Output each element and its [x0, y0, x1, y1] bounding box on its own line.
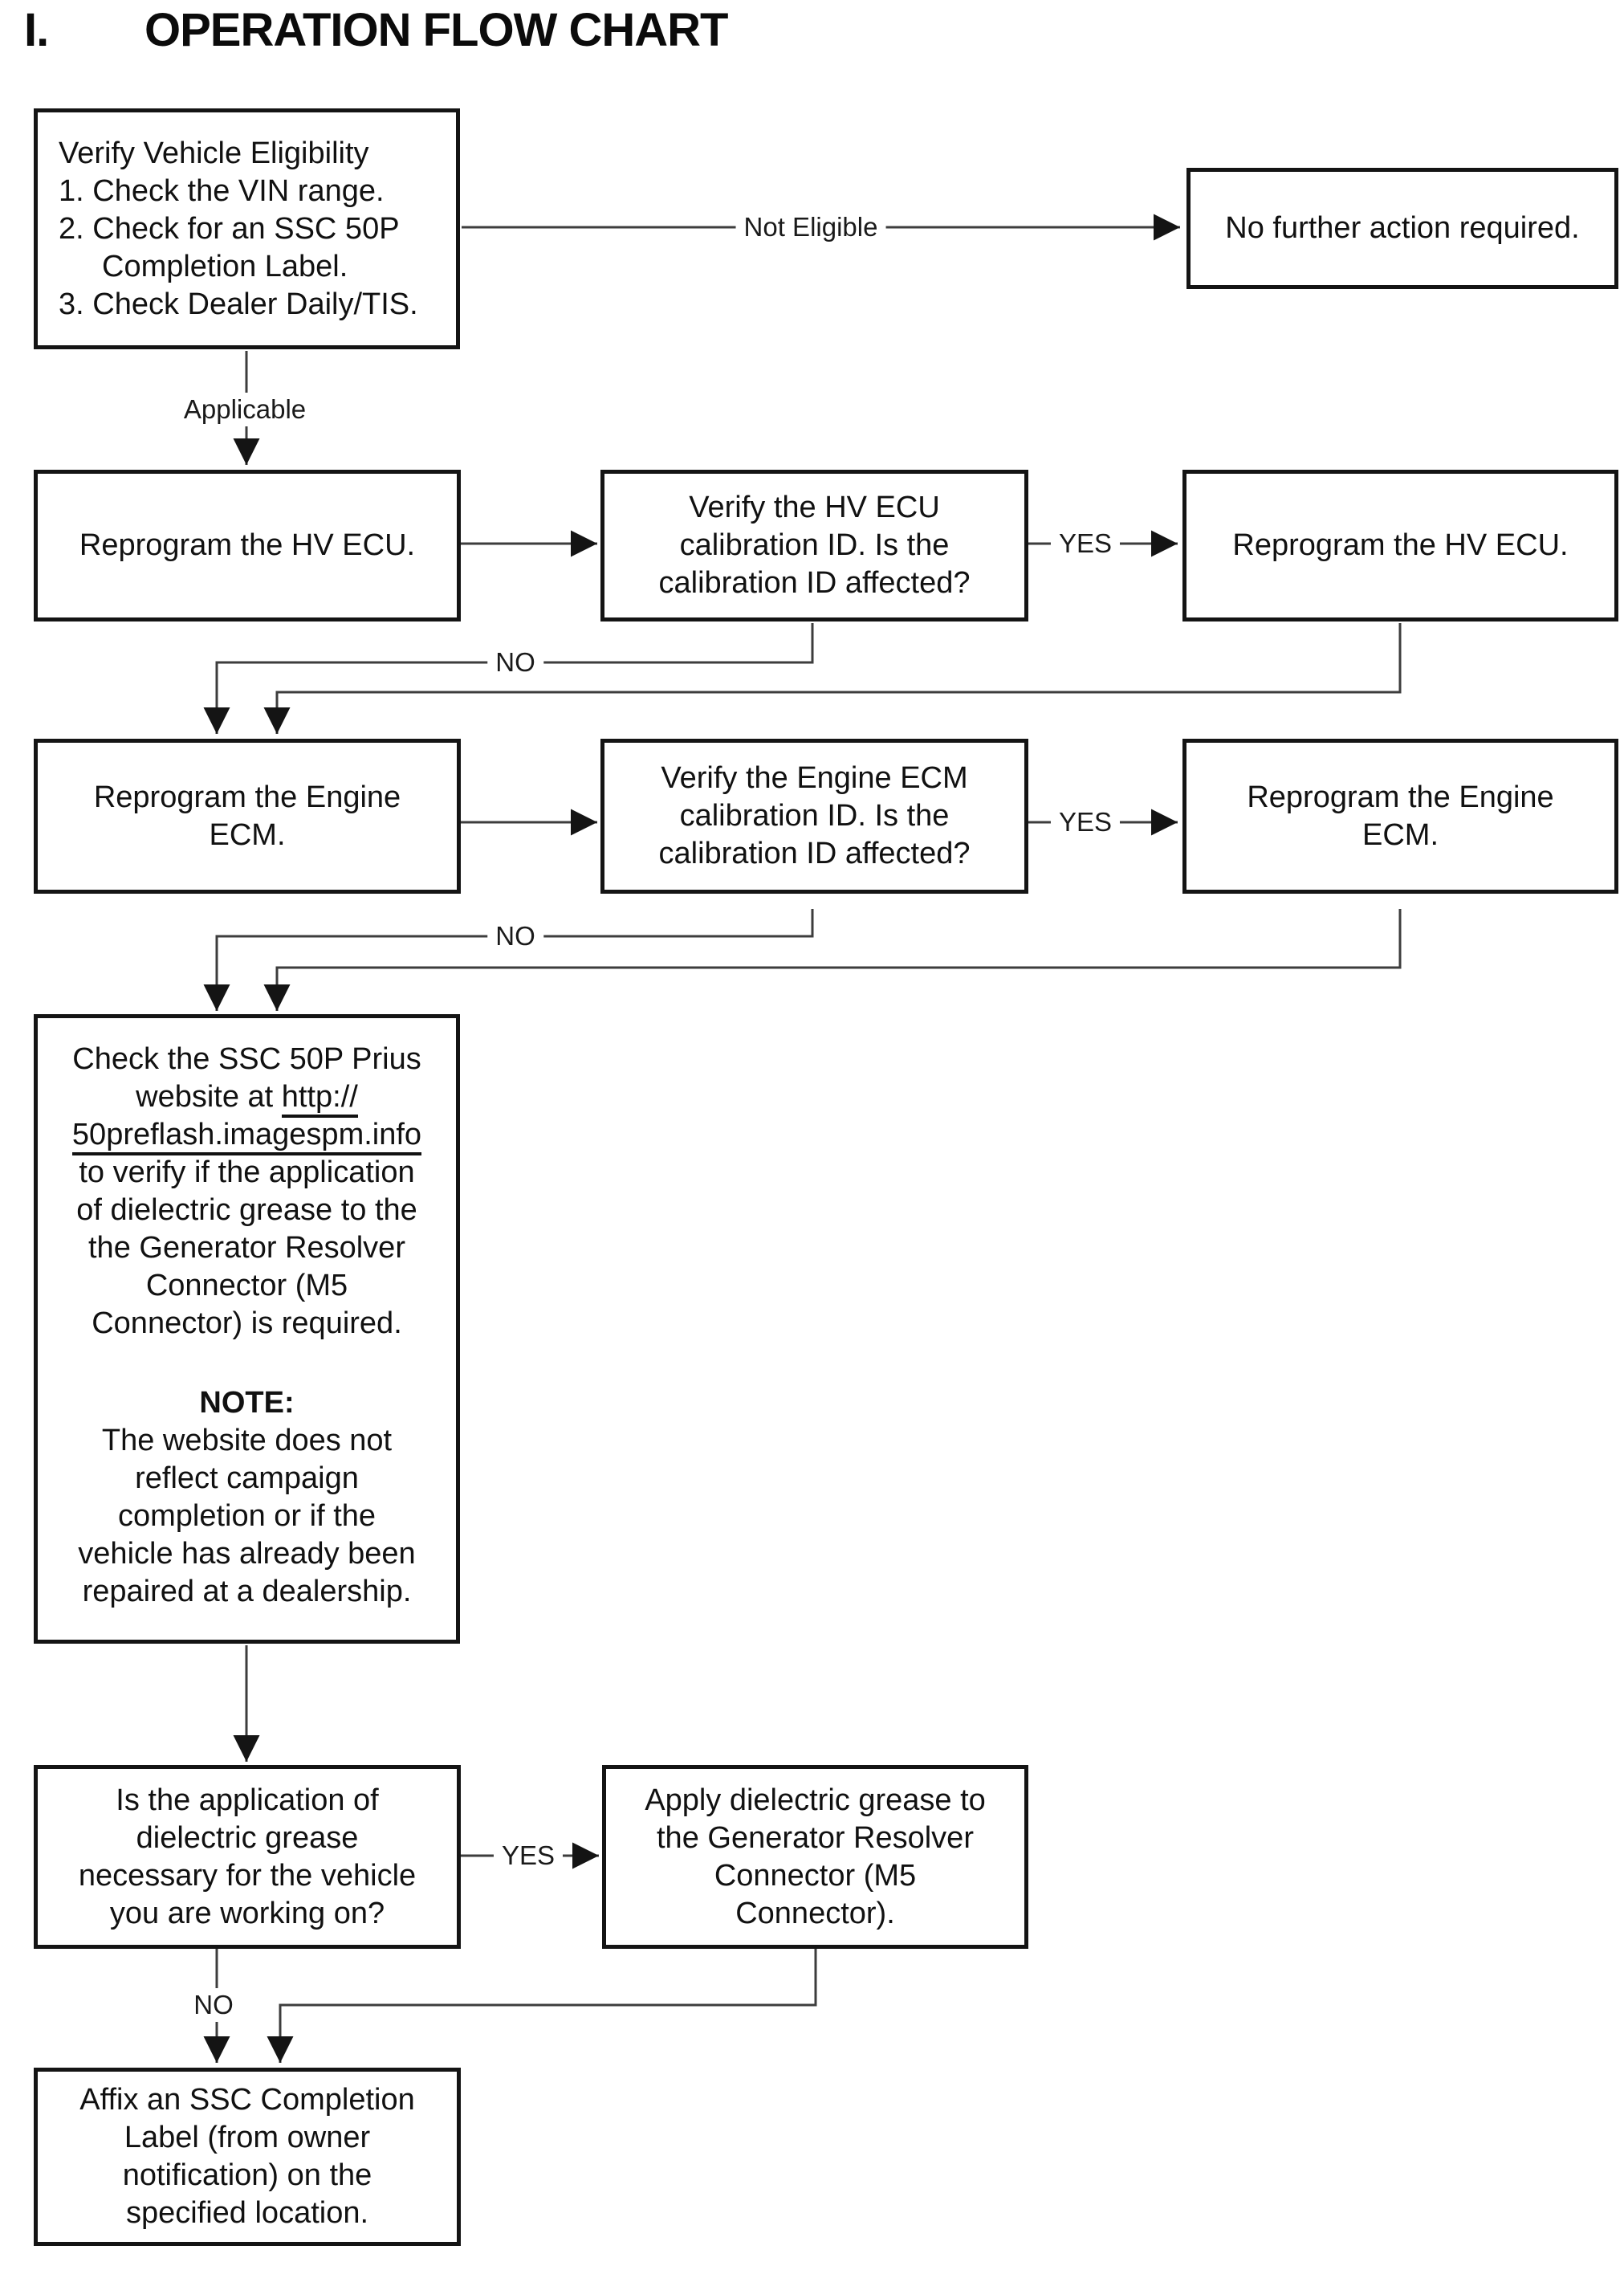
- node-text-line: repaired at a dealership.: [82, 1575, 412, 1608]
- node-text-line: reflect campaign: [135, 1461, 359, 1495]
- edge-label-yes-hv: YES: [1050, 527, 1121, 560]
- note-heading: NOTE:: [199, 1386, 295, 1420]
- node-text-line: Connector (M5: [714, 1858, 917, 1893]
- node-text-line: Reprogram the Engine: [1247, 780, 1554, 814]
- node-text-line: Is the application of: [116, 1783, 379, 1817]
- node-text-line: Connector (M5: [145, 1269, 348, 1302]
- node-text-line: Completion Label.: [102, 249, 348, 283]
- node-text-line: Verify the HV ECU: [689, 491, 940, 524]
- node-text-line: The website does not: [101, 1424, 393, 1457]
- node-no-further-action: No further action required.: [1186, 168, 1618, 289]
- node-reprogram-engine-ecm: Reprogram the Engine ECM.: [34, 739, 461, 894]
- node-reprogram-engine-ecm-again: Reprogram the Engine ECM.: [1182, 739, 1618, 894]
- node-verify-eligibility: Verify Vehicle Eligibility 1. Check the …: [34, 108, 460, 349]
- node-text-segment: website at: [136, 1080, 282, 1114]
- node-text-line: Reprogram the HV ECU.: [1232, 528, 1569, 562]
- node-text-line: necessary for the vehicle: [78, 1858, 417, 1893]
- node-text-line: Verify the Engine ECM: [661, 761, 968, 795]
- node-text-line: 1. Check the VIN range.: [59, 173, 385, 208]
- node-reprogram-hv-ecu: Reprogram the HV ECU.: [34, 470, 461, 621]
- node-text-line: the Generator Resolver: [657, 1820, 974, 1855]
- section-numeral: I.: [24, 4, 49, 56]
- node-text-line: Affix an SSC Completion: [79, 2083, 415, 2117]
- node-text-line: Reprogram the HV ECU.: [79, 528, 416, 562]
- node-text-line: calibration ID affected?: [658, 566, 971, 600]
- node-text-line: Check the SSC 50P Prius: [72, 1042, 421, 1076]
- node-text-line: Connector).: [735, 1896, 895, 1930]
- node-text-line: Apply dielectric grease to: [645, 1783, 986, 1817]
- node-text-line: calibration ID. Is the: [679, 528, 950, 562]
- node-text-line: Reprogram the Engine: [93, 780, 401, 814]
- node-text-line: website at http://: [136, 1078, 358, 1118]
- node-apply-dielectric-grease: Apply dielectric grease to the Generator…: [602, 1765, 1028, 1949]
- node-check-ssc-website: Check the SSC 50P Prius website at http:…: [34, 1014, 460, 1644]
- node-verify-engine-ecm-calibration: Verify the Engine ECM calibration ID. Is…: [600, 739, 1028, 894]
- website-url-part: 50preflash.imagespm.info: [71, 1118, 422, 1155]
- edge-label-no-hv: NO: [487, 646, 543, 679]
- node-text-line: specified location.: [125, 2196, 369, 2230]
- edge-label-not-eligible: Not Eligible: [735, 210, 886, 244]
- page-title-text: OPERATION FLOW CHART: [144, 4, 728, 56]
- node-text-line: 2. Check for an SSC 50P: [59, 211, 400, 246]
- page-title: I. OPERATION FLOW CHART: [24, 3, 728, 57]
- node-text-line: vehicle has already been: [78, 1537, 416, 1571]
- edge-hv-right-down: [263, 623, 1402, 734]
- node-reprogram-hv-ecu-again: Reprogram the HV ECU.: [1182, 470, 1618, 621]
- node-verify-hv-ecu-calibration: Verify the HV ECU calibration ID. Is the…: [600, 470, 1028, 621]
- edge-label-no-ecm: NO: [487, 919, 543, 953]
- node-text-line: ECM.: [1362, 817, 1439, 852]
- node-text-line: to verify if the application: [79, 1155, 415, 1189]
- edge-label-yes-ecm: YES: [1050, 805, 1121, 839]
- node-text-line: of dielectric grease to the: [76, 1193, 417, 1227]
- node-text-line: calibration ID affected?: [658, 837, 971, 870]
- node-text-line: 50preflash.imagespm.info: [71, 1116, 422, 1155]
- node-text-line: calibration ID. Is the: [679, 799, 950, 833]
- node-text-line: notification) on the: [122, 2158, 372, 2192]
- node-text-line: ECM.: [209, 817, 286, 852]
- node-text-line: completion or if the: [117, 1499, 376, 1533]
- node-text-line: Verify Vehicle Eligibility: [59, 136, 369, 170]
- node-text-line: Label (from owner: [124, 2121, 371, 2154]
- node-text-line: Connector) is required.: [92, 1306, 402, 1340]
- node-text-line: dielectric grease: [136, 1820, 359, 1855]
- website-url-part: http://: [281, 1080, 358, 1118]
- node-affix-completion-label: Affix an SSC Completion Label (from owne…: [34, 2068, 461, 2246]
- node-text-line: 3. Check Dealer Daily/TIS.: [59, 287, 418, 321]
- node-grease-question: Is the application of dielectric grease …: [34, 1765, 461, 1949]
- edge-label-applicable: Applicable: [175, 393, 315, 426]
- node-text-line: you are working on?: [109, 1896, 385, 1930]
- edge-ecm-right-down: [263, 909, 1402, 1011]
- node-text-line: No further action required.: [1225, 211, 1580, 245]
- edge-label-no-grease: NO: [185, 1988, 242, 2022]
- edge-apply-down: [267, 1949, 817, 2063]
- edge-label-yes-grease: YES: [493, 1839, 564, 1873]
- node-text-line: the Generator Resolver: [88, 1231, 405, 1265]
